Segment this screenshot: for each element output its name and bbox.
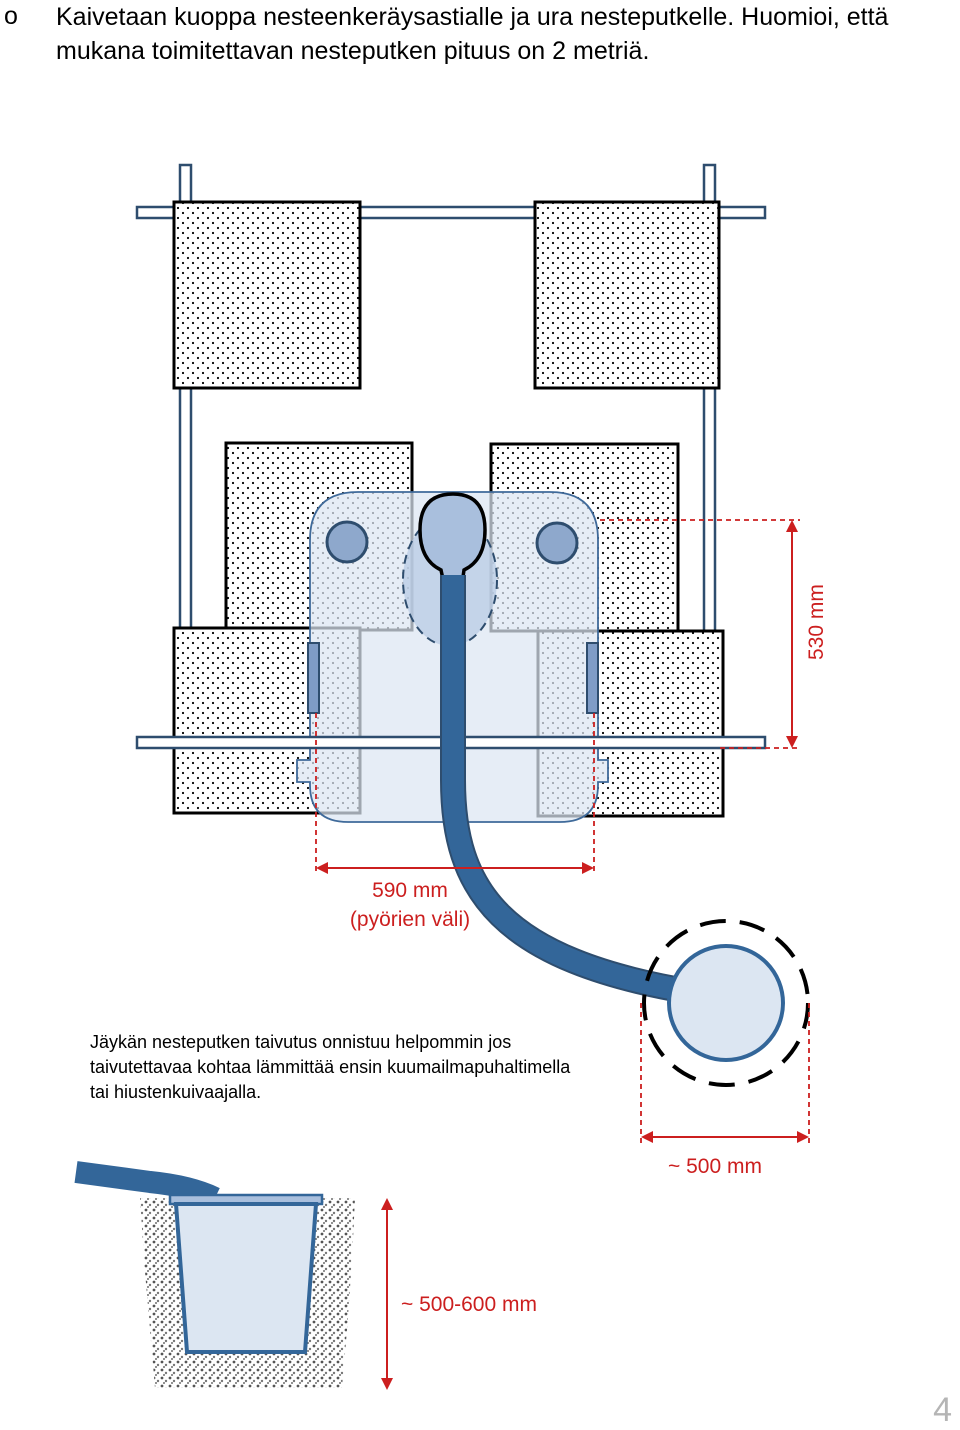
collection-container-side	[173, 1202, 319, 1354]
dim-arrow	[381, 1198, 393, 1210]
dim-arrow	[786, 520, 798, 532]
wheel-gap-label: 590 mm	[372, 879, 448, 902]
wheel-slot	[586, 642, 599, 714]
dim-arrow	[786, 736, 798, 748]
dim-arrow	[316, 862, 328, 874]
mounting-hole	[325, 520, 369, 564]
wheel-gap-note: (pyörien väli)	[349, 908, 471, 931]
list-bullet: o	[4, 2, 18, 30]
intro-text: Kaivetaan kuoppa nesteenkeräysastialle j…	[56, 3, 889, 65]
height-dimension-label: 530 mm	[805, 584, 828, 660]
container-diameter-label: ~ 500 mm	[668, 1155, 762, 1178]
mounting-hole	[535, 521, 579, 565]
wheel-slot	[307, 642, 320, 714]
drain-pipe-fill	[442, 575, 694, 1003]
page-number: 4	[933, 1391, 952, 1429]
dim-arrow	[381, 1378, 393, 1390]
support-block	[172, 200, 362, 390]
frame-crossbar-top	[135, 205, 767, 220]
collection-pit-dashed	[642, 919, 810, 1087]
dim-arrow	[582, 862, 594, 874]
drain-outlet	[418, 492, 487, 586]
pit-depth-label: ~ 500-600 mm	[401, 1293, 537, 1316]
pipe-bending-note: Jäykän nesteputken taivutus onnistuu hel…	[90, 1032, 571, 1102]
wheel-gap-dimension: 590 mm (pyörien väli)	[330, 876, 490, 934]
dim-arrow	[641, 1131, 653, 1143]
support-block	[533, 200, 721, 390]
collection-container-top	[667, 944, 785, 1062]
dim-arrow	[797, 1131, 809, 1143]
